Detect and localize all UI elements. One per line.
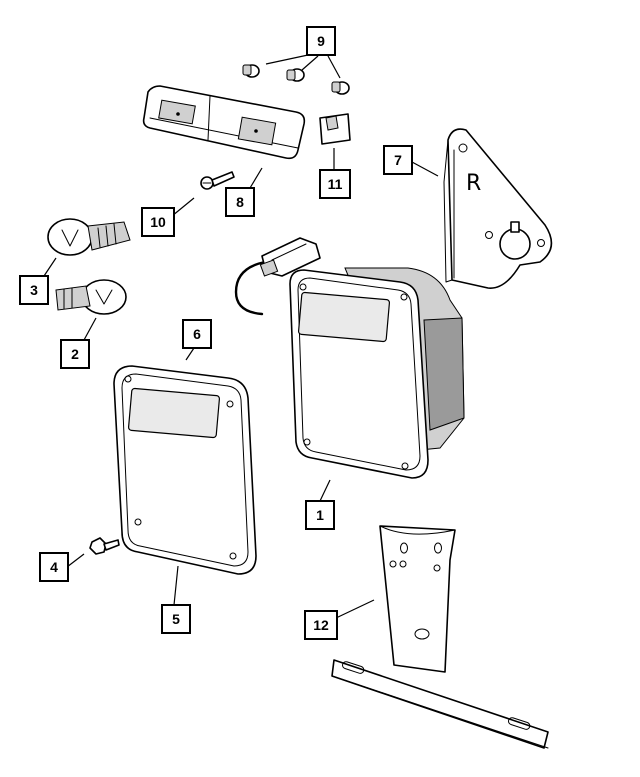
bulb-large (47, 218, 131, 256)
leader-8 (249, 167, 263, 189)
tail-lamp-assembly (234, 237, 465, 479)
leader-3 (43, 257, 57, 277)
callout-4: 4 (39, 552, 69, 582)
callout-3: 3 (19, 275, 49, 305)
leader-9a (265, 54, 309, 65)
svg-text:7: 7 (394, 152, 402, 168)
callout-1: 1 (305, 500, 335, 530)
callout-8: 8 (225, 187, 255, 217)
svg-text:1: 1 (316, 507, 324, 523)
svg-text:10: 10 (150, 214, 166, 230)
leader-10 (171, 197, 195, 217)
screw (200, 171, 235, 190)
svg-text:2: 2 (71, 346, 79, 362)
bulb-medium (55, 279, 127, 315)
bulb-small-3 (331, 81, 350, 95)
callout-12: 12 (304, 610, 338, 640)
leader-9c (327, 55, 341, 79)
tail-lamp-lens (113, 365, 257, 575)
brake-light-housing (142, 85, 306, 160)
svg-text:9: 9 (317, 33, 325, 49)
callout-10: 10 (141, 207, 175, 237)
svg-text:11: 11 (328, 176, 343, 192)
bulb-small-2 (286, 68, 305, 82)
mounting-bracket: R (443, 128, 553, 289)
callout-11: 11 (319, 169, 351, 199)
leader-7 (411, 161, 439, 177)
callout-6: 6 (182, 319, 212, 349)
license-bracket (331, 525, 549, 749)
lens-screw (89, 537, 120, 555)
leader-2 (83, 317, 97, 341)
svg-text:5: 5 (172, 611, 180, 627)
leader-9b (301, 55, 319, 71)
callout-5: 5 (161, 604, 191, 634)
svg-text:12: 12 (313, 617, 329, 633)
bracket-mark: R (466, 171, 481, 196)
leader-4 (66, 553, 85, 568)
clip (319, 113, 351, 145)
svg-text:6: 6 (193, 326, 201, 342)
small-bulbs (242, 64, 350, 95)
callouts: 1 2 3 4 5 6 7 8 (19, 26, 413, 640)
bulb-small-1 (242, 64, 260, 78)
leader-5 (173, 565, 179, 606)
leader-12 (335, 599, 375, 619)
leader-6 (185, 347, 195, 361)
svg-text:4: 4 (50, 559, 58, 575)
callout-9: 9 (306, 26, 336, 56)
callout-2: 2 (60, 339, 90, 369)
leader-1 (319, 479, 331, 502)
callout-7: 7 (383, 145, 413, 175)
leader-lines (43, 54, 439, 619)
svg-text:3: 3 (30, 282, 38, 298)
svg-text:8: 8 (236, 194, 244, 210)
